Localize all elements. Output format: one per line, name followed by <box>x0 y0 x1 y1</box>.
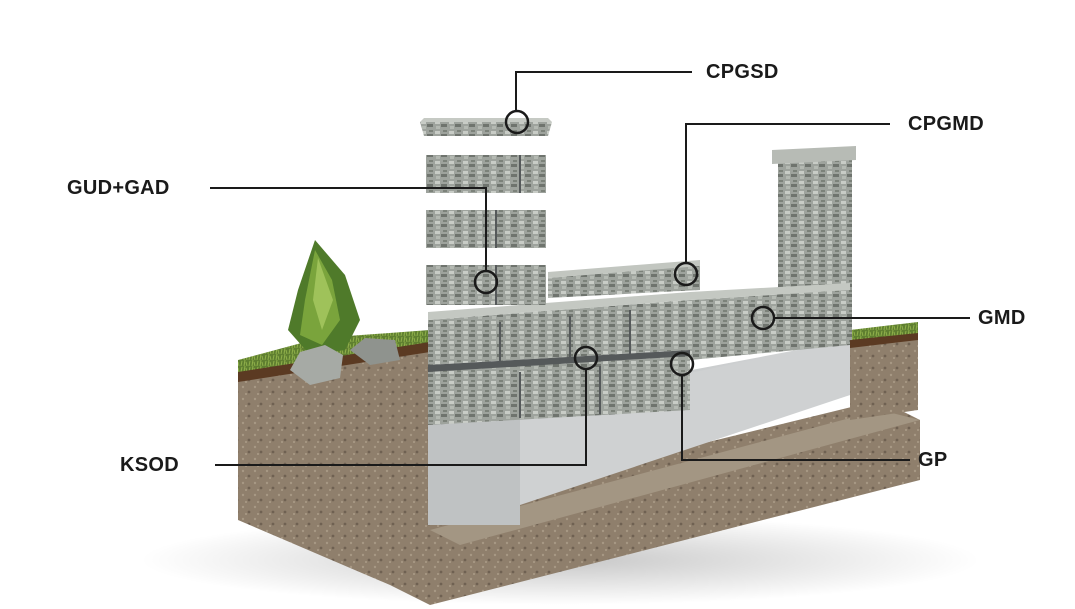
label-gp: GP <box>918 449 948 471</box>
leader-gp <box>681 376 910 461</box>
column-blocks <box>426 155 546 305</box>
callout-circle-cpgsd <box>504 109 530 135</box>
callout-circle-gp <box>669 351 695 377</box>
wall-blocks <box>428 283 850 425</box>
callout-circles <box>473 109 776 377</box>
callout-circle-cpgmd <box>673 261 699 287</box>
column-cap <box>420 118 552 136</box>
capping-row <box>548 260 700 298</box>
bush <box>288 240 360 355</box>
callout-circle-gmd <box>750 305 776 331</box>
leader-cpgmd <box>685 123 890 262</box>
callout-circle-ksod <box>573 345 599 371</box>
right-soil-block <box>850 322 918 420</box>
foundation-soil <box>390 400 920 605</box>
label-ksod: KSOD <box>120 454 179 476</box>
callout-circle-gud-gad <box>473 269 499 295</box>
concrete-foundation <box>428 340 850 525</box>
leader-ksod <box>215 370 587 466</box>
boulders <box>290 338 400 385</box>
label-gud-gad: GUD+GAD <box>67 177 170 199</box>
leader-gud-gad <box>210 187 487 270</box>
label-gmd: GMD <box>978 307 1026 329</box>
leader-lines <box>210 71 970 466</box>
label-cpgmd: CPGMD <box>908 113 984 135</box>
leader-cpgsd <box>515 71 692 110</box>
label-cpgsd: CPGSD <box>706 61 779 83</box>
